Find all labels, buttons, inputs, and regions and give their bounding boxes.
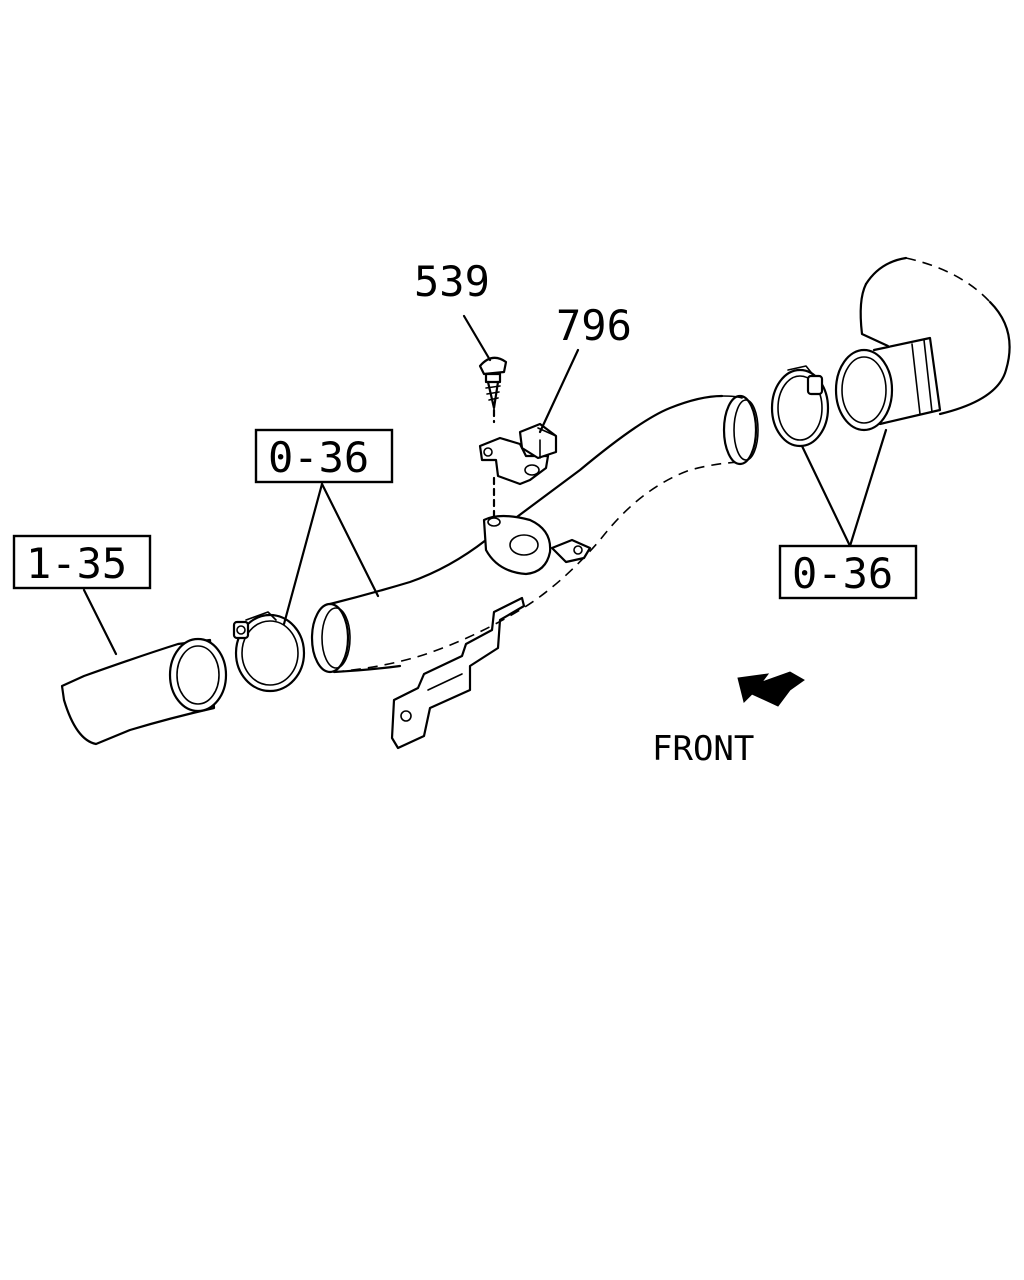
screw-539 [478, 356, 508, 424]
left-hose-clamp [232, 611, 306, 693]
left-hose [60, 637, 228, 746]
leader-lines [82, 314, 888, 656]
leader-0-36-left-a [282, 482, 324, 626]
ref-0-36-right: 0-36 [792, 549, 893, 598]
front-label: FRONT [652, 729, 754, 769]
right-hose [834, 256, 1011, 432]
ref-box-0-36-right [778, 544, 918, 600]
intercooler-pipe [310, 394, 759, 674]
leader-0-36-right-a [800, 444, 852, 548]
ref-0-36-left: 0-36 [268, 433, 369, 482]
sensor-796 [478, 422, 558, 520]
leader-796 [538, 348, 580, 434]
ref-1-35: 1-35 [26, 539, 127, 588]
callout-796: 796 [556, 301, 632, 350]
front-arrow-icon [737, 671, 805, 707]
callout-539: 539 [414, 257, 490, 306]
leader-0-36-right-b [848, 428, 888, 548]
ref-box-1-35 [12, 534, 152, 590]
right-hose-clamp [770, 365, 830, 448]
leader-1-35 [82, 588, 118, 656]
leader-0-36-left-b [320, 482, 380, 598]
pipe-bracket [390, 596, 526, 750]
ref-box-0-36-left [254, 428, 394, 484]
leader-539 [462, 314, 492, 362]
